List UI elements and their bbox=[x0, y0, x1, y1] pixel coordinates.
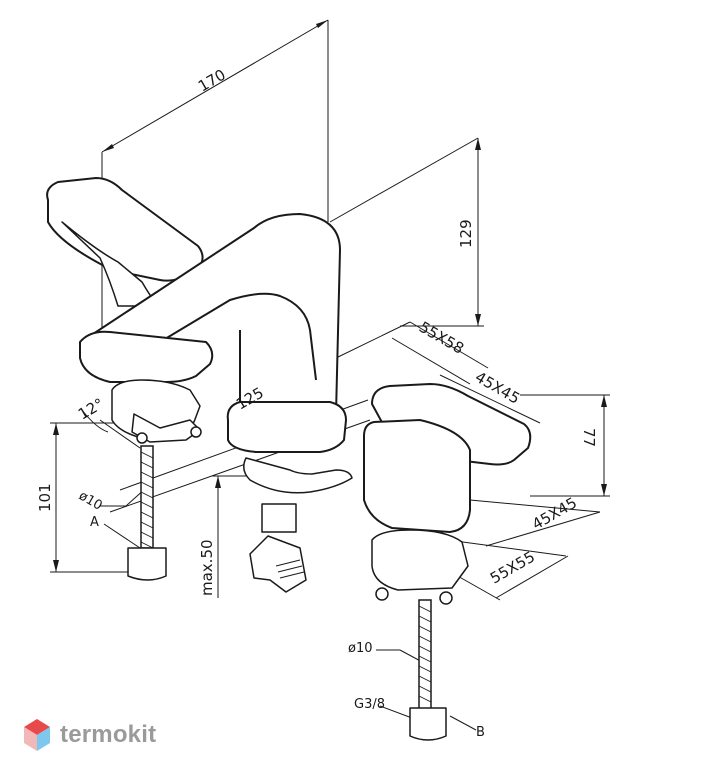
dim-77: 77 bbox=[580, 428, 598, 447]
dim-101: 101 bbox=[36, 483, 54, 512]
brand-name: termokit bbox=[60, 721, 157, 748]
dim-45x45-right: 45X45 bbox=[529, 494, 580, 534]
right-handle bbox=[363, 383, 532, 605]
right-hose bbox=[409, 599, 447, 741]
dim-55x58: 55X58 bbox=[416, 318, 467, 358]
label-connector-a: A bbox=[90, 515, 99, 530]
dim-thread-g38: G3/8 bbox=[354, 697, 385, 712]
hex-left bbox=[24, 727, 37, 751]
spout-thread bbox=[275, 559, 305, 579]
left-hose bbox=[127, 445, 167, 581]
dim-55x55: 55X55 bbox=[487, 548, 538, 588]
dim-129: 129 bbox=[457, 219, 475, 248]
dim-hose-diameter-right: ø10 bbox=[348, 641, 373, 656]
spout-body bbox=[83, 213, 353, 593]
left-base bbox=[79, 330, 214, 444]
brand-logo: termokit bbox=[22, 718, 156, 752]
left-handle bbox=[46, 177, 204, 307]
dim-angle-12: 12° bbox=[75, 395, 107, 424]
brand-hexagon-icon bbox=[24, 719, 50, 751]
dim-max-50: max.50 bbox=[198, 539, 216, 596]
hex-right bbox=[37, 727, 50, 751]
dim-170: 170 bbox=[195, 66, 229, 96]
label-connector-b: B bbox=[476, 725, 485, 740]
dim-hose-diameter-left: ø10 bbox=[76, 488, 105, 513]
